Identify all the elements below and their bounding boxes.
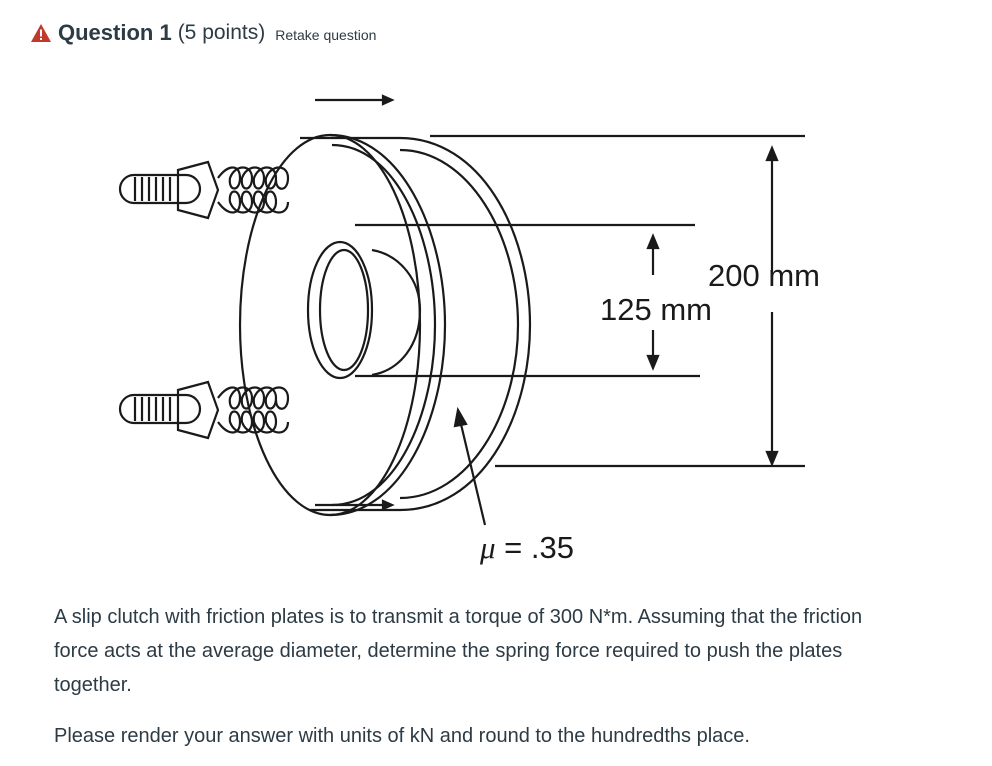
question-header: Question 1 (5 points) Retake question [30,20,376,46]
problem-statement: A slip clutch with friction plates is to… [54,600,894,753]
clutch-drawing [118,94,805,526]
problem-text: A slip clutch with friction plates is to… [54,606,863,696]
mu-value: = .35 [495,530,574,565]
inner-diameter-label: 125 mm [600,292,712,327]
answer-instruction: Please render your answer with units of … [54,725,750,747]
retake-question-link[interactable]: Retake question [275,27,377,43]
slip-clutch-diagram: 200 mm 125 mm μ = .35 [100,80,860,580]
mu-symbol: μ [480,530,496,565]
warning-triangle-icon [31,24,51,42]
question-title: Question 1 [58,20,172,45]
friction-coefficient-label: μ = .35 [480,530,574,566]
outer-diameter-label: 200 mm [708,258,820,293]
question-points: (5 points) [177,21,266,44]
